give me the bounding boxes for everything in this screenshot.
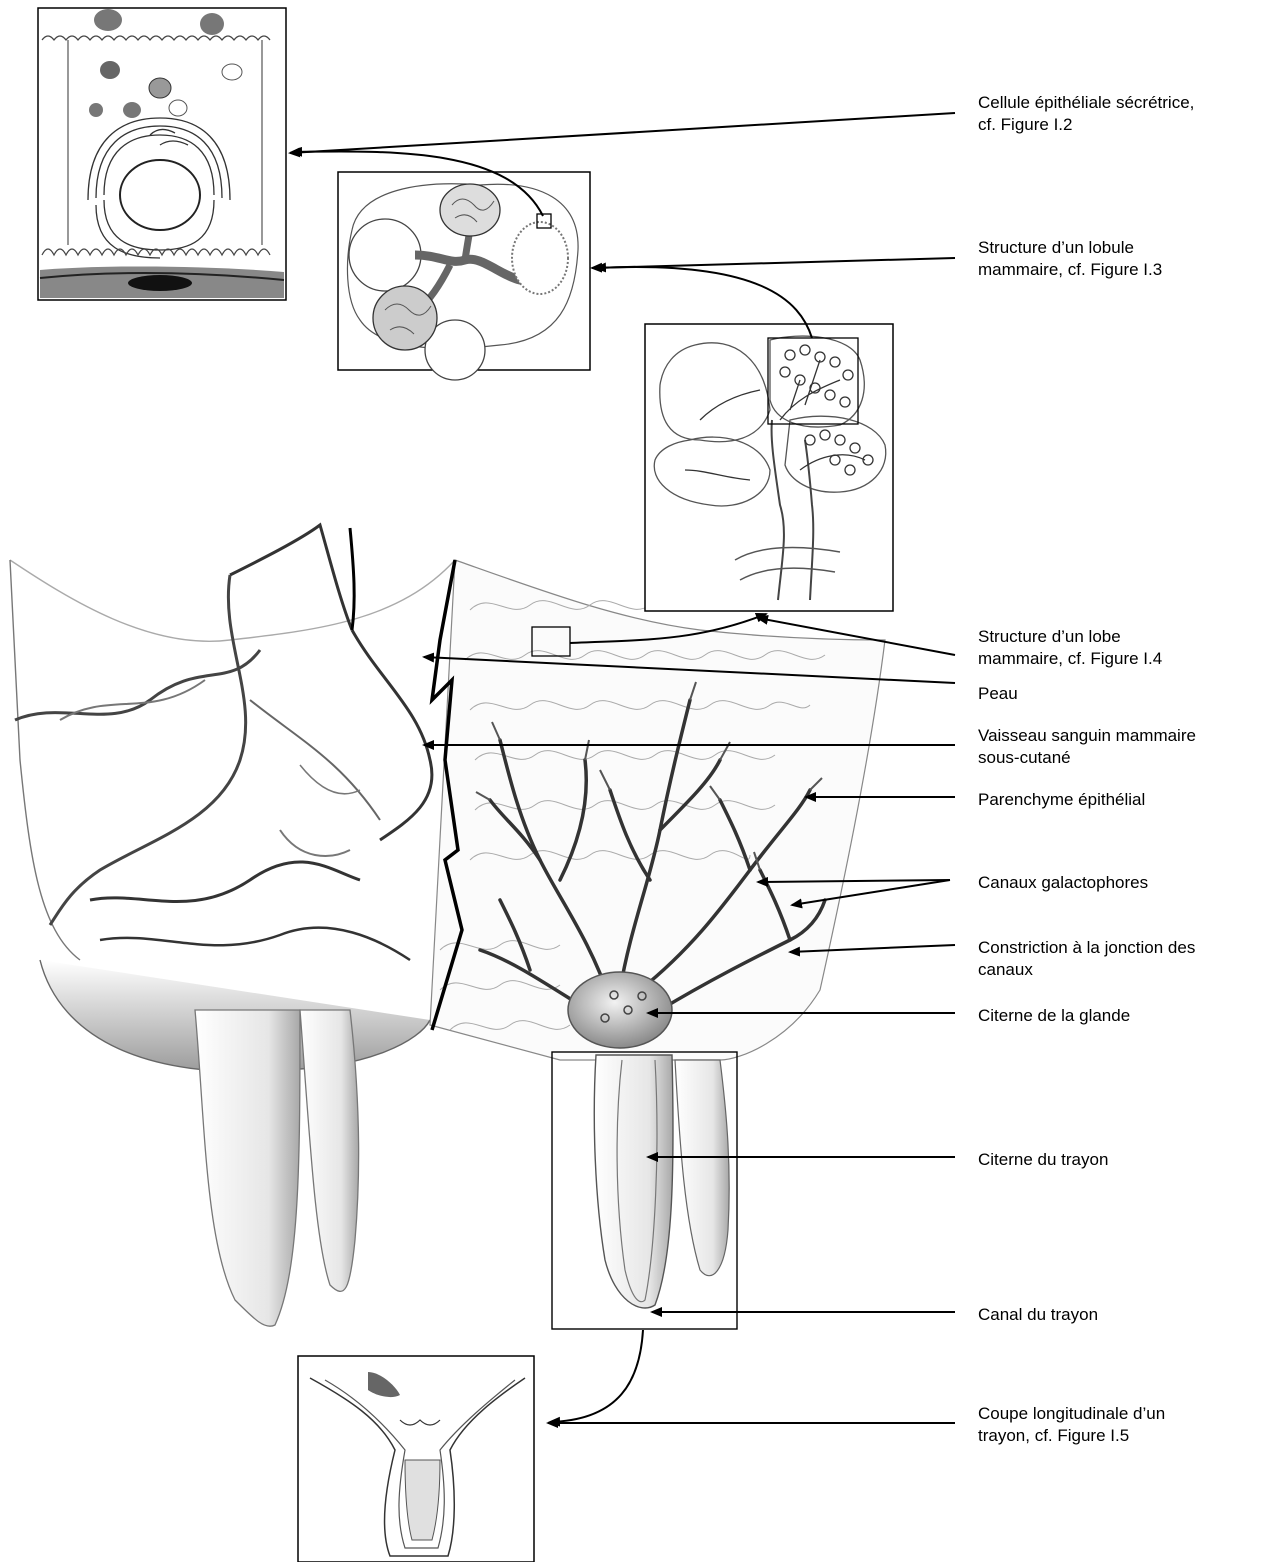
label-citerne-glande: Citerne de la glande bbox=[978, 1005, 1130, 1027]
left-teats bbox=[195, 1010, 359, 1326]
inset-lobule bbox=[338, 172, 590, 380]
label-coupe-longitudinale: Coupe longitudinale d’un trayon, cf. Fig… bbox=[978, 1403, 1165, 1447]
inset-secretory-cell bbox=[38, 8, 286, 300]
inset-lobe bbox=[645, 324, 893, 611]
label-constriction: Constriction à la jonction des canaux bbox=[978, 937, 1195, 981]
label-canal-trayon: Canal du trayon bbox=[978, 1304, 1098, 1326]
label-peau: Peau bbox=[978, 683, 1018, 705]
label-parenchyme: Parenchyme épithélial bbox=[978, 789, 1145, 811]
teat-cistern bbox=[594, 1055, 673, 1308]
label-structure-lobe: Structure d’un lobe mammaire, cf. Figure… bbox=[978, 626, 1162, 670]
label-citerne-trayon: Citerne du trayon bbox=[978, 1149, 1108, 1171]
udder-left-quarter bbox=[10, 525, 455, 1072]
label-cellule-epitheliale: Cellule épithéliale sécrétrice, cf. Figu… bbox=[978, 92, 1194, 136]
label-structure-lobule: Structure d’un lobule mammaire, cf. Figu… bbox=[978, 237, 1162, 281]
udder-right-quarter bbox=[430, 560, 885, 1308]
inset-teat-section bbox=[298, 1356, 534, 1562]
gland-cistern bbox=[568, 972, 672, 1048]
label-canaux-galactophores: Canaux galactophores bbox=[978, 872, 1148, 894]
label-vaisseau-sanguin: Vaisseau sanguin mammaire sous-cutané bbox=[978, 725, 1196, 769]
